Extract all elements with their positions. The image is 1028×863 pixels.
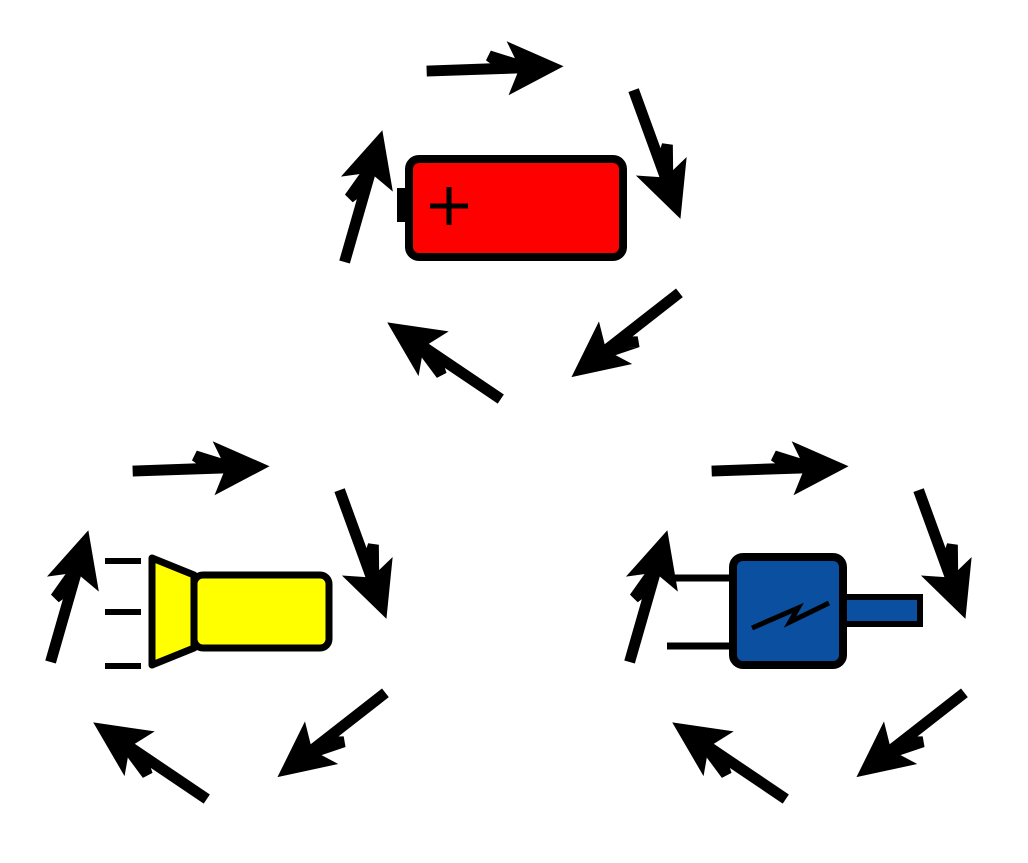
cycle-arrow — [555, 272, 696, 399]
flashlight-icon — [105, 554, 333, 669]
flashlight-cycle — [25, 439, 412, 821]
plug-cycle — [604, 439, 991, 821]
cycle-arrow — [426, 39, 565, 98]
cycle-arrow — [657, 700, 801, 821]
cycle-arrow — [840, 672, 981, 799]
cycle-arrow — [319, 123, 409, 270]
power-plug-icon — [667, 553, 923, 669]
cycle-arrow — [261, 672, 402, 799]
cycle-arrow — [132, 439, 271, 498]
cycle-arrow — [372, 300, 516, 421]
cycle-arrow — [78, 700, 222, 821]
battery-cycle — [319, 39, 706, 421]
cycle-arrow — [711, 439, 850, 498]
cycle-arrow — [25, 523, 115, 670]
battery-icon — [397, 155, 627, 261]
